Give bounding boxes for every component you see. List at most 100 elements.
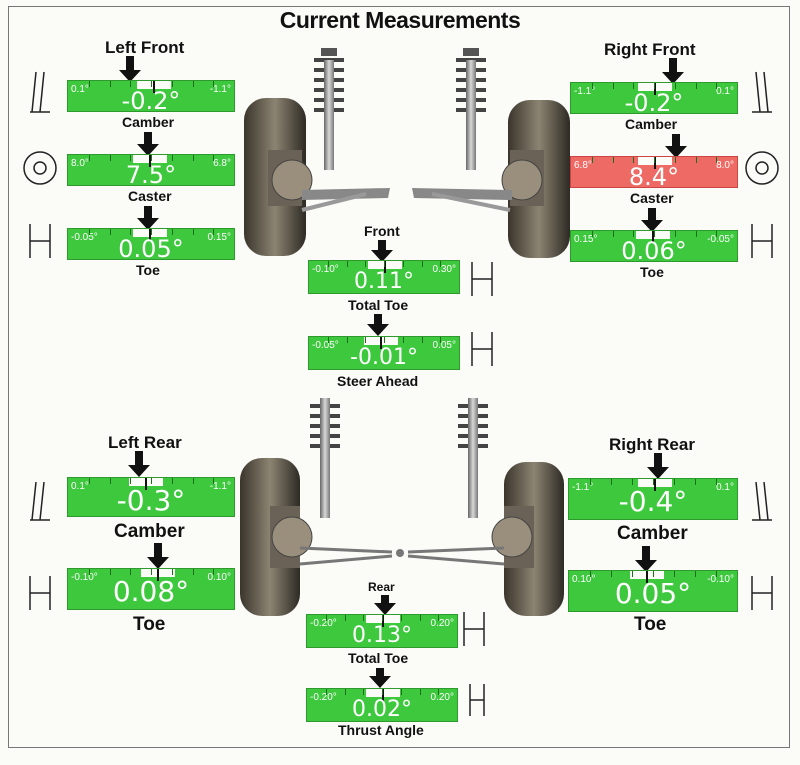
caster-diagram-icon <box>23 151 57 185</box>
front-left-strut-icon <box>301 48 390 212</box>
total-toe-diagram-icon <box>463 612 485 646</box>
camber-diagram-icon <box>30 481 50 521</box>
gauge-tick <box>716 157 717 163</box>
gauge-tick <box>695 479 696 485</box>
gauge-tick <box>110 229 111 235</box>
right-rear-toe-label: Toe <box>634 614 667 635</box>
gauge-tick <box>347 337 348 343</box>
gauge-tick <box>130 229 131 235</box>
gauge-value: -0.2° <box>624 89 684 117</box>
gauge-tick <box>401 615 402 621</box>
gauge-tick <box>213 229 214 235</box>
gauge-min: -0.05° <box>71 232 98 243</box>
gauge-tick <box>89 81 90 87</box>
right-front-caster-gauge: 6.8° 8.0° 8.4° <box>570 156 738 191</box>
gauge-tick <box>328 337 329 343</box>
left-rear-toe-gauge: -0.10° 0.10° 0.08° <box>67 568 235 610</box>
right-front-toe-gauge: 0.15° -0.05° 0.06° <box>570 230 738 265</box>
gauge-tick <box>613 231 614 237</box>
gauge-value: -0.3° <box>116 484 186 517</box>
left-front-toe-label: Toe <box>136 262 160 278</box>
gauge-max: 0.30° <box>432 264 456 275</box>
gauge-tick <box>365 261 366 267</box>
gauge-tick <box>675 83 676 89</box>
camber-diagram-icon <box>752 481 772 521</box>
gauge-tick <box>89 478 90 484</box>
gauge-tick <box>384 261 385 267</box>
gauge-max: 0.20° <box>430 618 454 629</box>
toe-diagram-icon <box>29 224 51 258</box>
gauge-max: 0.05° <box>432 340 456 351</box>
gauge-tick <box>592 231 593 237</box>
left-front-toe-gauge: -0.05° 0.15° 0.05° <box>67 228 235 263</box>
gauge-tick <box>420 689 421 695</box>
gauge-tick <box>89 229 90 235</box>
gauge-value: 7.5° <box>125 161 177 189</box>
right-front-camber-label: Camber <box>625 116 678 132</box>
left-rear-camber-label: Camber <box>114 521 185 542</box>
gauge-tick <box>193 569 194 575</box>
gauge-tick <box>590 571 591 577</box>
front-left-wheel-icon <box>244 98 313 256</box>
caster-diagram-icon <box>745 151 779 185</box>
thrust-angle-diagram-icon <box>469 684 485 716</box>
steer-ahead-gauge: -0.05° 0.05° -0.01° <box>308 336 460 370</box>
gauge-min: 0.1° <box>71 481 89 492</box>
gauge-tick <box>151 478 152 484</box>
gauge-tick <box>422 261 423 267</box>
right-front-caster-label: Caster <box>630 190 674 206</box>
gauge-tick <box>440 337 441 343</box>
gauge-tick <box>328 261 329 267</box>
gauge-tick <box>130 569 131 575</box>
gauge-tick <box>213 478 214 484</box>
gauge-tick <box>611 479 612 485</box>
left-rear-heading: Left Rear <box>108 433 182 452</box>
gauge-min: 0.10° <box>572 574 596 585</box>
rear-right-strut-icon <box>396 398 505 566</box>
gauge-tick <box>172 478 173 484</box>
gauge-tick <box>716 479 717 485</box>
gauge-tick <box>213 81 214 87</box>
gauge-tick <box>613 83 614 89</box>
gauge-value: 0.05° <box>614 577 692 610</box>
gauge-tick <box>675 157 676 163</box>
gauge-tick <box>422 337 423 343</box>
gauge-min: -1.1° <box>572 482 594 493</box>
gauge-max: 0.1° <box>716 482 734 493</box>
gauge-tick <box>633 83 634 89</box>
front-right-wheel-icon <box>501 100 570 258</box>
gauge-min: 8.0° <box>71 158 89 169</box>
page-title: Current Measurements <box>279 7 521 33</box>
front-total-toe-gauge: -0.10° 0.30° 0.11° <box>308 260 460 294</box>
gauge-max: 0.20° <box>430 692 454 703</box>
gauge-tick <box>213 155 214 161</box>
front-right-strut-icon <box>412 48 512 212</box>
gauge-tick <box>130 155 131 161</box>
left-rear-camber-gauge: 0.1° -1.1° -0.3° <box>67 477 235 517</box>
gauge-tick <box>151 569 152 575</box>
toe-diagram-icon <box>751 576 773 610</box>
gauge-tick <box>401 689 402 695</box>
steer-ahead-diagram-icon <box>471 332 493 366</box>
gauge-tick <box>716 231 717 237</box>
gauge-tick <box>675 231 676 237</box>
gauge-tick <box>654 83 655 89</box>
front-total-toe-label: Total Toe <box>348 297 409 313</box>
gauge-tick <box>403 261 404 267</box>
gauge-tick <box>345 689 346 695</box>
gauge-value: -0.4° <box>618 485 688 518</box>
gauge-max: 0.1° <box>716 86 734 97</box>
right-rear-camber-gauge: -1.1° 0.1° -0.4° <box>568 478 738 520</box>
gauge-min: -0.20° <box>310 692 337 703</box>
gauge-min: -1.1° <box>574 86 596 97</box>
thrust-angle-gauge: -0.20° 0.20° 0.02° <box>306 688 458 722</box>
gauge-tick <box>382 689 383 695</box>
gauge-tick <box>696 157 697 163</box>
gauge-tick <box>172 155 173 161</box>
gauge-tick <box>592 157 593 163</box>
gauge-tick <box>151 81 152 87</box>
right-rear-toe-gauge: 0.10° -0.10° 0.05° <box>568 570 738 612</box>
gauge-tick <box>384 337 385 343</box>
gauge-tick <box>130 478 131 484</box>
